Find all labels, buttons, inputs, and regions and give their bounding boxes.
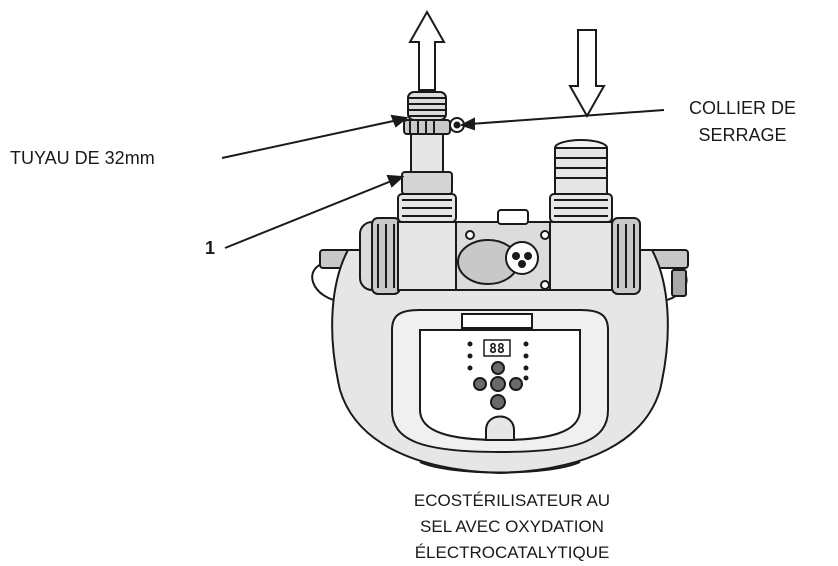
button-right[interactable] — [509, 377, 523, 391]
inlet-arrow-icon — [568, 29, 606, 119]
device-caption-line3: ÉLECTROCATALYTIQUE — [414, 543, 610, 562]
leader-item-one-arrow-icon — [386, 174, 405, 188]
device-caption-line2: SEL AVEC OXYDATION — [420, 517, 604, 536]
clamp-label-line1: COLLIER DE — [688, 98, 797, 118]
outlet-hose — [407, 91, 447, 121]
indicator-left-1 — [467, 341, 473, 347]
display-readout: 88 — [489, 342, 505, 357]
clamp-label: COLLIER DE SERRAGE — [655, 95, 830, 149]
outlet-adapter — [397, 133, 457, 223]
indicator-right-3 — [523, 365, 529, 371]
indicator-right-2 — [523, 353, 529, 359]
leader-hose-arrow-icon — [390, 114, 409, 128]
button-center[interactable] — [490, 376, 506, 392]
right-plug — [671, 269, 687, 297]
cell-terminal — [457, 230, 550, 290]
outlet-arrow-icon — [408, 9, 446, 91]
device-caption: ECOSTÉRILISATEUR AU SEL AVEC OXYDATION É… — [362, 488, 662, 566]
hose-label: TUYAU DE 32mm — [10, 148, 155, 168]
indicator-left-2 — [467, 353, 473, 359]
indicator-right-4 — [523, 375, 529, 381]
button-top[interactable] — [491, 361, 505, 375]
hose-clamp — [403, 117, 465, 135]
leader-item-one — [224, 179, 395, 249]
leader-clamp — [469, 109, 665, 125]
housing-base — [419, 461, 581, 474]
button-left[interactable] — [473, 377, 487, 391]
digit-display: 88 — [483, 339, 511, 357]
callout-number-label: 1 — [205, 238, 216, 258]
indicator-right-1 — [523, 341, 529, 347]
button-bottom[interactable] — [490, 394, 506, 410]
leader-clamp-arrow-icon — [459, 117, 475, 131]
leader-hose — [221, 119, 399, 159]
clamp-label-line2: SERRAGE — [698, 125, 787, 145]
indicator-left-3 — [467, 365, 473, 371]
device-caption-line1: ECOSTÉRILISATEUR AU — [413, 491, 611, 510]
callout-lines — [221, 109, 665, 249]
inlet-port — [549, 139, 613, 223]
status-indicators — [467, 341, 529, 381]
